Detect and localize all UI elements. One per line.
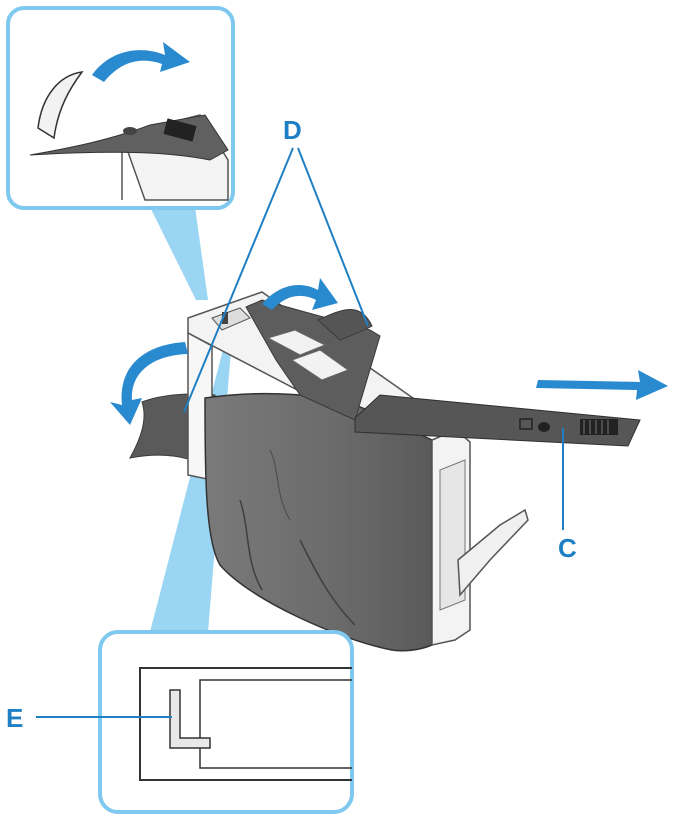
- top-inset: [6, 6, 235, 210]
- body-wrinkle: [269, 449, 291, 521]
- label-c: C: [558, 533, 577, 563]
- ink-cartridge: [129, 291, 641, 652]
- pull-tape: [354, 394, 641, 447]
- air-hole: [222, 312, 228, 324]
- inset-curved-arrow-icon: [92, 42, 190, 82]
- tape-window: [266, 329, 327, 356]
- body-wrinkle: [239, 499, 263, 591]
- release-tab: [457, 508, 529, 597]
- tape-flap-top: [317, 309, 373, 341]
- peel-arrow-icon: [262, 278, 338, 310]
- top-callout-beam: [150, 207, 208, 300]
- body-wrinkle: [299, 539, 356, 626]
- callout-d-lines: [183, 147, 369, 413]
- pull-arrow-icon: [536, 370, 668, 400]
- tape-markings: [519, 418, 618, 435]
- label-d: D: [283, 115, 302, 145]
- bottom-inset: [98, 630, 354, 814]
- tape-window: [290, 349, 350, 381]
- peel-arrow-icon: [110, 342, 188, 425]
- label-e: E: [6, 703, 24, 733]
